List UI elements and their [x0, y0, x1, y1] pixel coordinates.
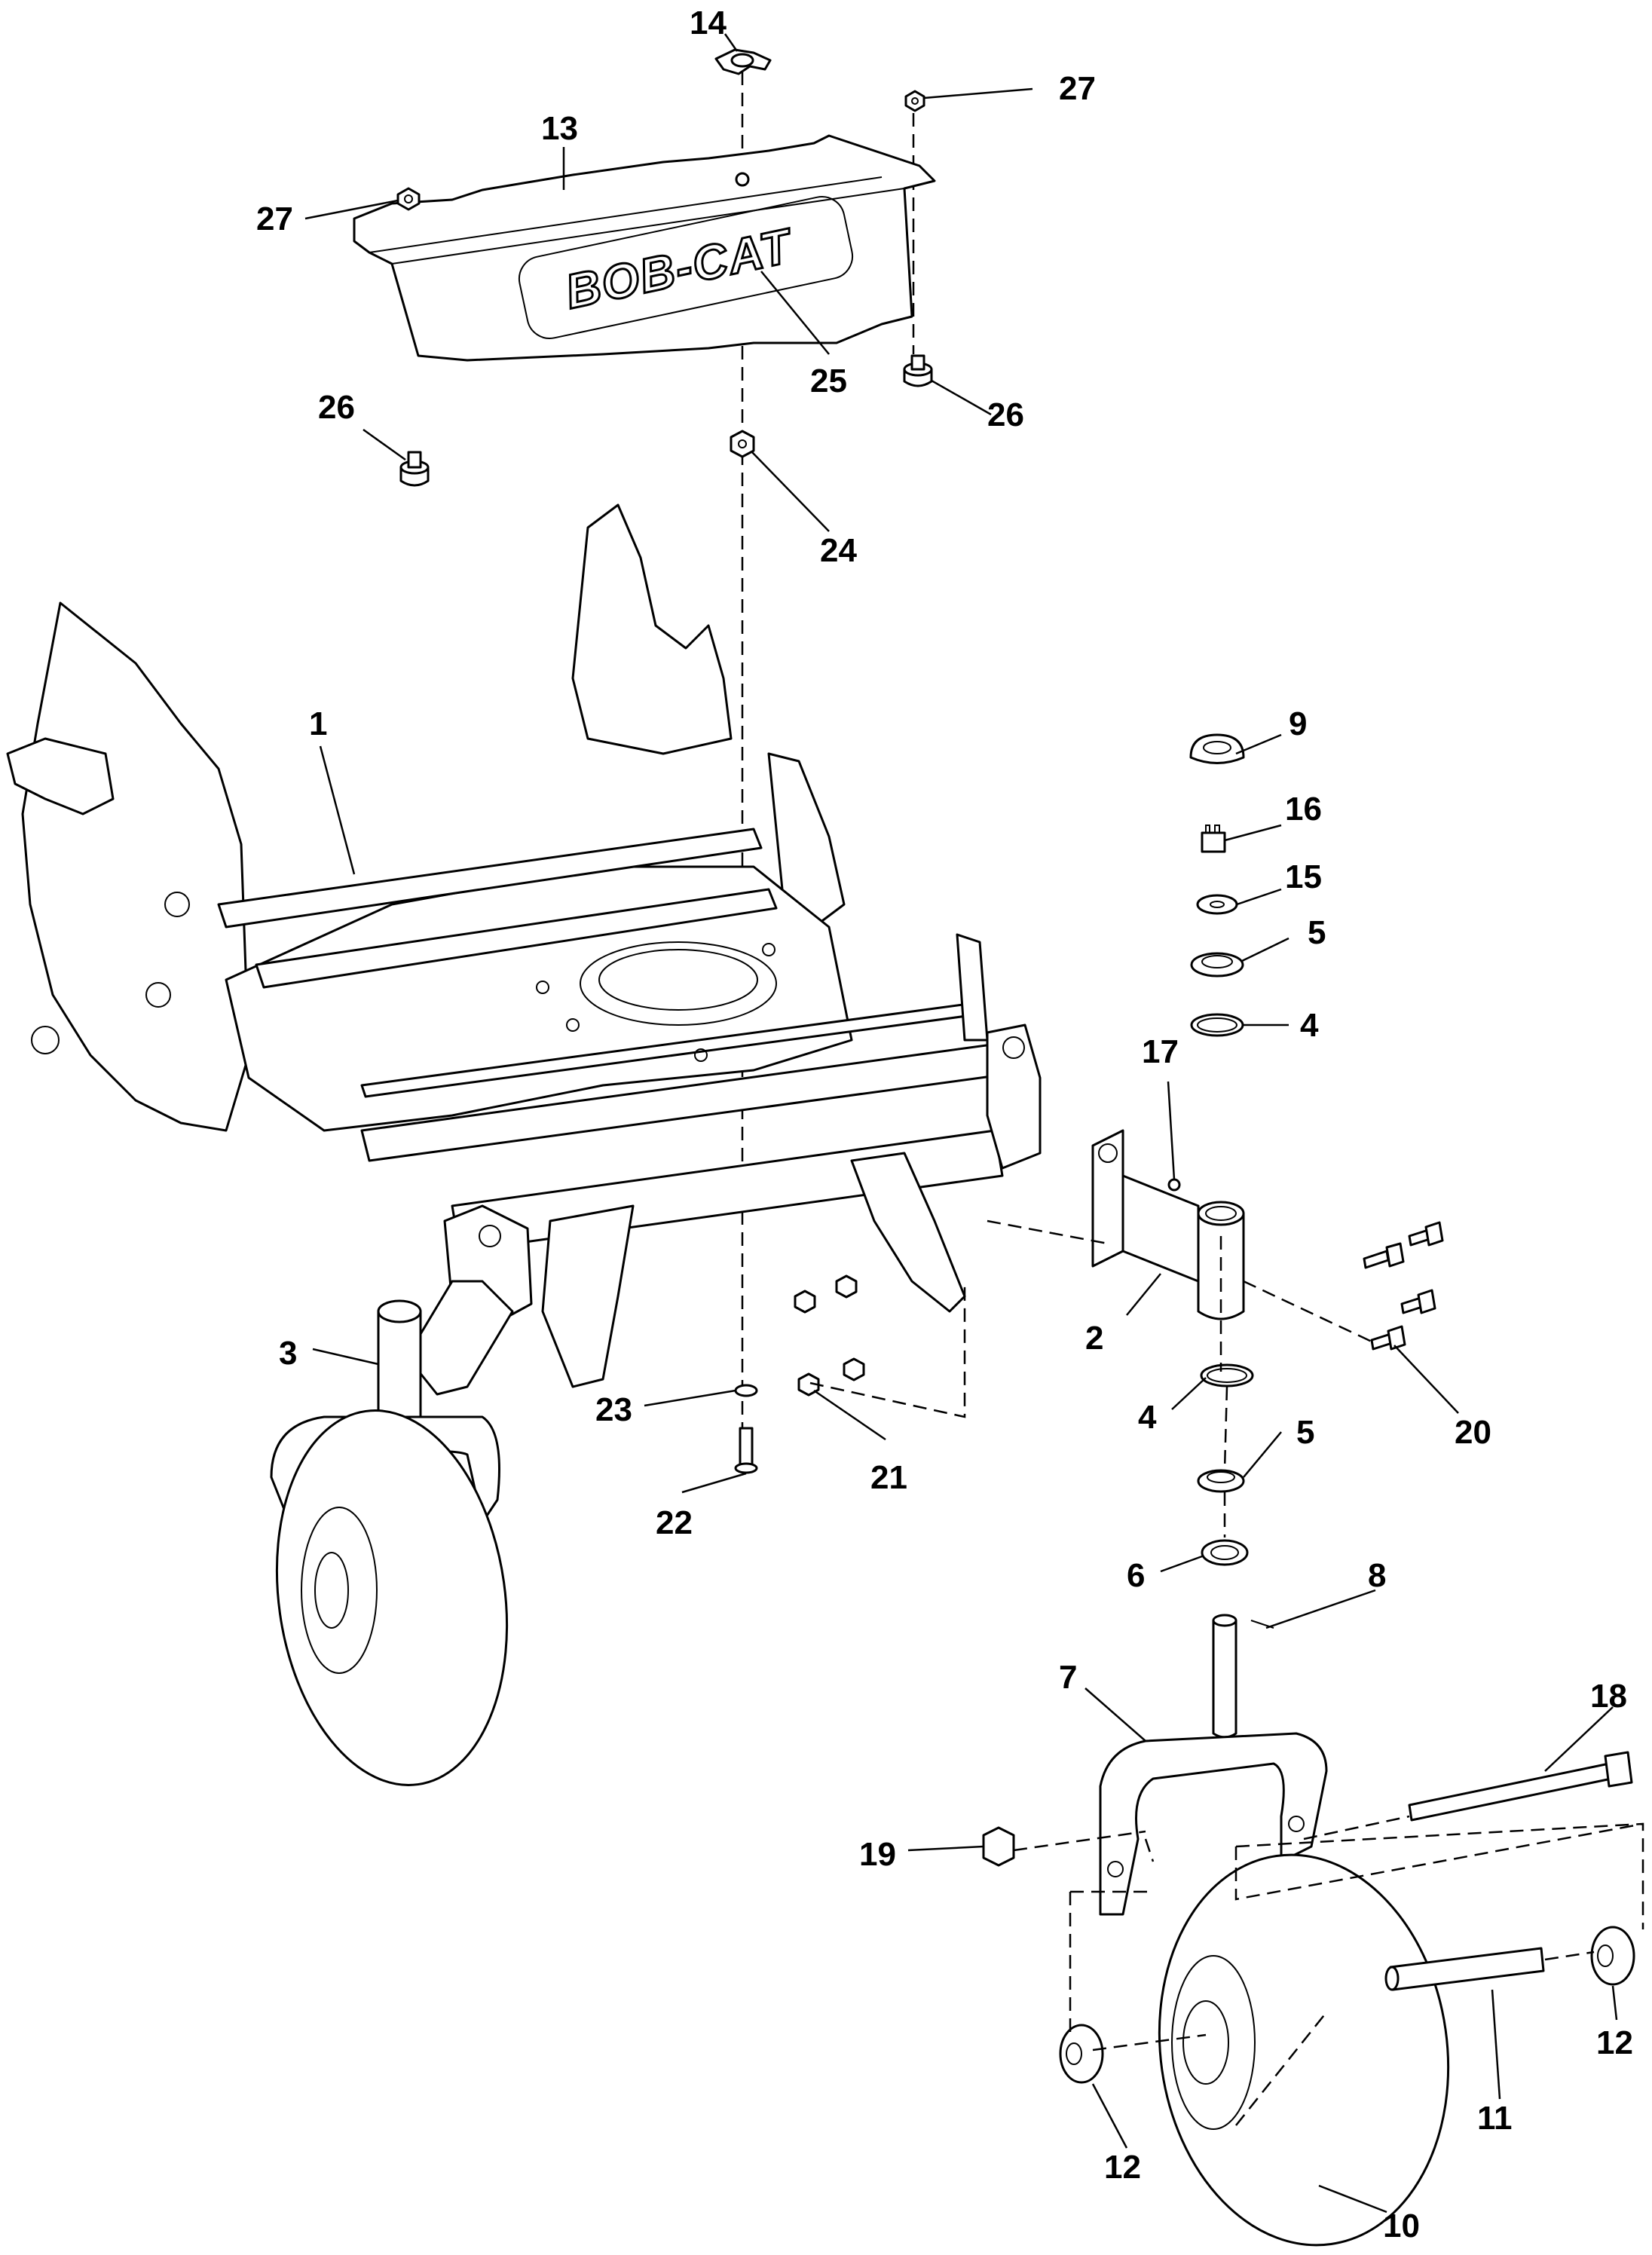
callout-27-left: 27: [256, 200, 293, 237]
part-10-wheel: [1158, 1853, 1450, 2247]
part-26-stud-left: [399, 451, 430, 487]
part-15-washer: [1196, 894, 1238, 915]
part-11-axle-sleeve: [1384, 1947, 1545, 1991]
callout-13: 13: [541, 110, 578, 147]
callout-18: 18: [1590, 1678, 1627, 1715]
part-27-nut-left: [396, 187, 421, 211]
part-12-spacer-left: [1059, 2024, 1104, 2084]
part-9-dust-cap: [1189, 733, 1245, 764]
callout-16: 16: [1285, 791, 1322, 828]
callout-19: 19: [859, 1836, 896, 1873]
part-5-bearing-upper: [1190, 952, 1244, 978]
part-26-stud-right: [903, 354, 933, 387]
part-5-bearing-lower: [1197, 1469, 1245, 1493]
part-12-spacer-right: [1590, 1926, 1635, 1986]
callout-26-left: 26: [318, 389, 355, 426]
part-2-caster-arm: [1091, 1129, 1245, 1320]
callout-14: 14: [690, 5, 727, 41]
leader-lines: [304, 33, 1618, 2214]
callout-23: 23: [595, 1391, 632, 1428]
callout-1: 1: [309, 705, 327, 742]
callout-17: 17: [1142, 1033, 1179, 1070]
callout-9: 9: [1289, 705, 1307, 742]
callout-5-lower: 5: [1296, 1414, 1314, 1451]
callout-6: 6: [1127, 1557, 1145, 1594]
part-19-lock-nut: [982, 1826, 1015, 1867]
part-18-axle-bolt: [1408, 1751, 1633, 1822]
callout-21: 21: [870, 1459, 907, 1496]
part-16-castle-nut: [1201, 825, 1226, 853]
callout-24: 24: [820, 532, 857, 569]
part-22-bolt: [734, 1427, 758, 1474]
part-14-knob: [714, 48, 772, 75]
part-7-caster-fork: [1099, 1614, 1328, 1916]
callout-3: 3: [279, 1335, 297, 1372]
callout-25: 25: [810, 363, 847, 399]
part-3-left-caster-assembly: [270, 1280, 514, 1786]
part-17-grease-fitting: [1167, 1178, 1181, 1192]
callout-4-upper: 4: [1300, 1007, 1319, 1044]
callout-10: 10: [1383, 2208, 1420, 2244]
part-6-seal: [1201, 1539, 1249, 1566]
assembly-guides: [809, 1219, 1644, 2126]
callout-12-right: 12: [1596, 2024, 1633, 2061]
callout-2: 2: [1085, 1320, 1103, 1357]
part-20-bolts: [1363, 1221, 1444, 1351]
part-13-cover-plate: BOB-CAT: [353, 134, 936, 362]
part-21-nuts: [794, 1274, 865, 1397]
callout-20: 20: [1455, 1414, 1491, 1451]
callout-26-right: 26: [987, 396, 1024, 433]
part-1-main-frame: [6, 503, 1042, 1388]
part-27-nut-right: [904, 90, 925, 112]
callout-11: 11: [1477, 2100, 1513, 2137]
callout-22: 22: [656, 1504, 693, 1541]
part-24-nut: [730, 430, 755, 458]
callout-4-lower: 4: [1138, 1399, 1157, 1436]
part-4-race-upper: [1190, 1013, 1244, 1037]
part-23-washer: [734, 1384, 758, 1397]
part-4-race-lower: [1200, 1363, 1254, 1388]
callout-5-upper: 5: [1308, 914, 1326, 951]
callout-27-right: 27: [1059, 70, 1096, 107]
callout-8: 8: [1368, 1557, 1386, 1594]
callout-7: 7: [1059, 1659, 1077, 1696]
callout-12-left: 12: [1104, 2149, 1141, 2186]
callout-15: 15: [1285, 858, 1322, 895]
